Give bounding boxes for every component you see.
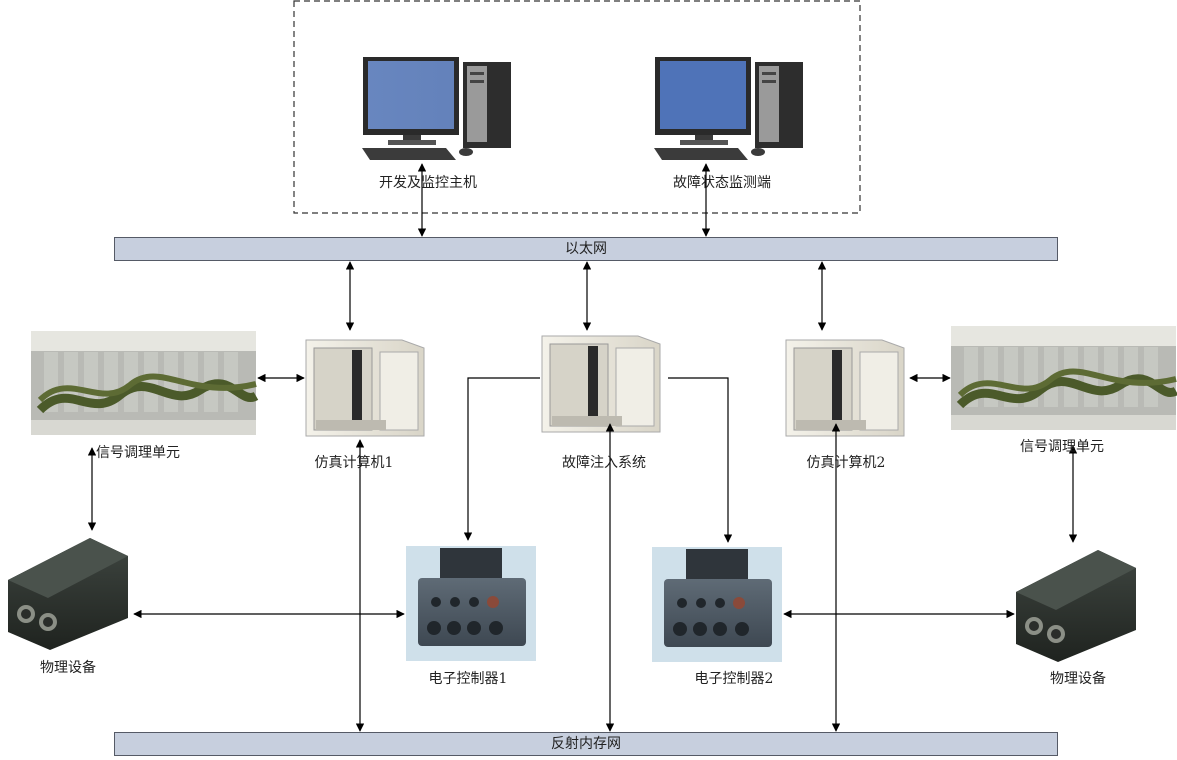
physical-device-icon xyxy=(1016,550,1136,662)
workstation-icon xyxy=(654,57,803,160)
cabinet-icon xyxy=(541,335,661,433)
signal-conditioning-unit-icon xyxy=(951,326,1177,430)
sim-computer-2-label: 仿真计算机2 xyxy=(806,455,886,471)
workstation-icon xyxy=(362,57,511,160)
signal-unit-left-label: 信号调理单元 xyxy=(96,445,180,461)
electronic-controller-icon xyxy=(652,547,782,662)
ecu-1-label: 电子控制器1 xyxy=(428,671,508,687)
host-group-boundary xyxy=(293,0,861,214)
fault-injection-label: 故障注入系统 xyxy=(562,455,646,471)
ecu-2-label: 电子控制器2 xyxy=(694,671,774,687)
signal-unit-right-label: 信号调理单元 xyxy=(1020,439,1104,455)
connectors xyxy=(87,163,1078,732)
physical-device-right-label: 物理设备 xyxy=(1050,671,1106,687)
dev-host-label: 开发及监控主机 xyxy=(379,175,477,191)
cabinet-icon xyxy=(785,339,905,437)
signal-conditioning-unit-icon xyxy=(31,331,259,435)
connector xyxy=(463,377,540,541)
sim-computer-1-label: 仿真计算机1 xyxy=(314,455,394,471)
cabinet-icon xyxy=(305,339,425,437)
electronic-controller-icon xyxy=(406,546,536,661)
fault-monitor-label: 故障状态监测端 xyxy=(673,175,771,191)
physical-device-left-label: 物理设备 xyxy=(40,660,96,676)
reflective-memory-bus: 反射内存网 xyxy=(114,732,1058,756)
ethernet-bus: 以太网 xyxy=(114,237,1058,261)
physical-device-icon xyxy=(8,538,128,650)
connector xyxy=(668,377,733,543)
